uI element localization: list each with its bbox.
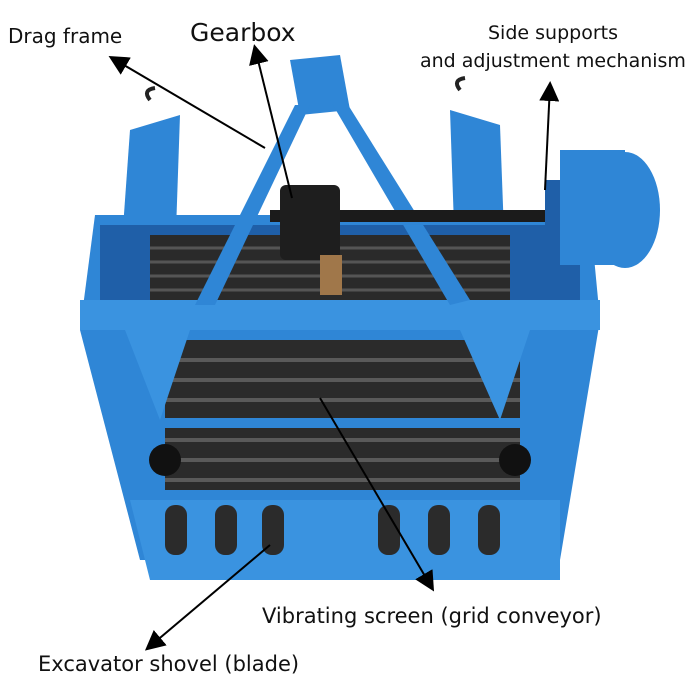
label-side-supports: Side supports — [488, 22, 618, 44]
drag-frame-arrow — [108, 55, 266, 149]
label-adjustment-mechanism: and adjustment mechanism — [420, 50, 686, 72]
gearbox — [270, 150, 660, 295]
label-excavator-shovel: Excavator shovel (blade) — [38, 652, 300, 676]
excavator-shovel — [130, 500, 560, 580]
side-supports-arrow — [539, 81, 560, 191]
callout-arrows — [108, 44, 560, 651]
vibrating-screen — [149, 340, 531, 490]
gearbox-arrow — [249, 44, 293, 199]
vibrating-screen-arrow — [319, 397, 435, 592]
label-gearbox: Gearbox — [190, 18, 296, 47]
label-drag-frame: Drag frame — [8, 24, 123, 48]
excavator-shovel-arrow — [144, 544, 271, 651]
label-vibrating-screen: Vibrating screen (grid conveyor) — [262, 604, 602, 628]
